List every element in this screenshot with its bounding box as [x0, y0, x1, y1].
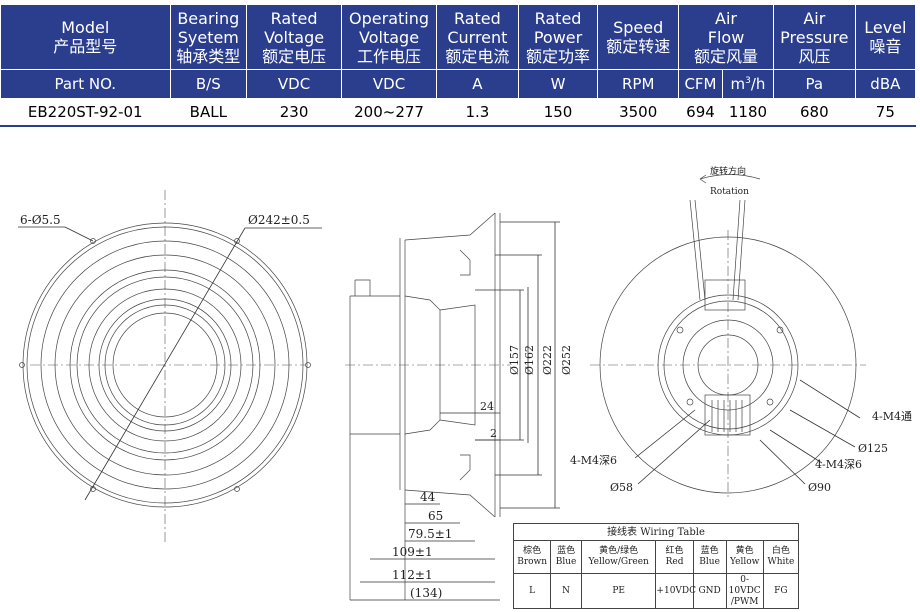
dim-d157: Ø157	[508, 345, 521, 375]
data-cell: EB220ST-92-01	[0, 98, 171, 127]
unit-cell: B/S	[169, 69, 248, 99]
data-cell: 3500	[597, 98, 680, 127]
dim-2: 2	[490, 427, 497, 440]
unit-cell: VDC	[246, 69, 343, 99]
unit-cell: A	[436, 69, 519, 99]
rear-label-d90: Ø90	[808, 481, 831, 494]
spec-units-row: Part NO. B/S VDC VDC A W RPM CFM m3/h Pa…	[0, 69, 917, 99]
unit-cell: CFM	[678, 69, 723, 99]
wire-function: +10VDC	[655, 573, 696, 609]
data-cell: 230	[246, 98, 343, 127]
rear-label-4m4-depth-right: 4-M4深6	[815, 458, 862, 471]
rear-label-d58: Ø58	[610, 481, 633, 494]
spec-data-row: EB220ST-92-01 BALL 230 200~277 1.3 150 3…	[0, 98, 917, 127]
rotation-en: Rotation	[710, 187, 749, 197]
data-cell: 150	[517, 98, 599, 127]
holes-label: 6-Ø5.5	[20, 213, 61, 227]
dim-65: 65	[428, 509, 443, 523]
dim-134: (134)	[410, 586, 442, 600]
rear-label-d125: Ø125	[858, 442, 888, 455]
data-cell: 200~277	[341, 98, 438, 127]
unit-cell: W	[517, 69, 599, 99]
wire-function: N	[550, 573, 582, 609]
unit-cell: RPM	[597, 69, 680, 99]
dim-44: 44	[420, 490, 436, 504]
unit-cell: Part NO.	[0, 69, 171, 99]
rear-view: 旋转方向 Rotation 4-M4通 Ø125 4-M4深6 Ø90 4-M4…	[570, 165, 912, 500]
dim-109: 109±1	[392, 545, 433, 559]
wiring-functions-row: L N PE +10VDC GND 0-10VDC/PWM FG	[512, 573, 800, 609]
data-cell: 75	[854, 98, 917, 127]
dim-24: 24	[480, 400, 494, 413]
dim-d222: Ø222	[541, 345, 554, 375]
wire-function: FG	[762, 573, 800, 609]
rotation-cn: 旋转方向	[710, 165, 746, 177]
data-cell: 680	[773, 98, 856, 127]
data-cell: BALL	[169, 98, 248, 127]
wire-function: L	[512, 573, 552, 609]
dim-79-5: 79.5±1	[408, 527, 452, 541]
front-view: 6-Ø5.5 Ø242±0.5	[18, 190, 322, 545]
dim-112: 112±1	[392, 568, 433, 582]
unit-cell: Pa	[773, 69, 856, 99]
wiring-title: 接线表 Wiring Table	[513, 523, 799, 541]
rear-label-4m4-through: 4-M4通	[872, 410, 912, 423]
wire-function: PE	[580, 573, 657, 609]
dim-d162: Ø162	[523, 345, 536, 375]
wire-function: GND	[692, 573, 727, 609]
unit-cell: VDC	[341, 69, 438, 99]
data-cell: 694	[678, 98, 723, 127]
rear-label-4m4-depth-left: 4-M4深6	[570, 454, 617, 467]
unit-cell: dBA	[854, 69, 917, 99]
side-view: Ø157 Ø162 Ø222 Ø252 24 2 44 65 79.5±1 10…	[345, 212, 573, 601]
dim-d252: Ø252	[560, 345, 573, 375]
data-cell: 1.3	[436, 98, 519, 127]
outer-diameter-label: Ø242±0.5	[248, 213, 310, 227]
data-cell: 1180	[721, 98, 775, 127]
technical-drawing: 6-Ø5.5 Ø242±0.5 Ø157 Ø162 Ø222 Ø252 24 2	[18, 165, 912, 601]
unit-cell-m3h: m3/h	[721, 69, 775, 99]
wire-function: 0-10VDC/PWM	[725, 573, 764, 609]
